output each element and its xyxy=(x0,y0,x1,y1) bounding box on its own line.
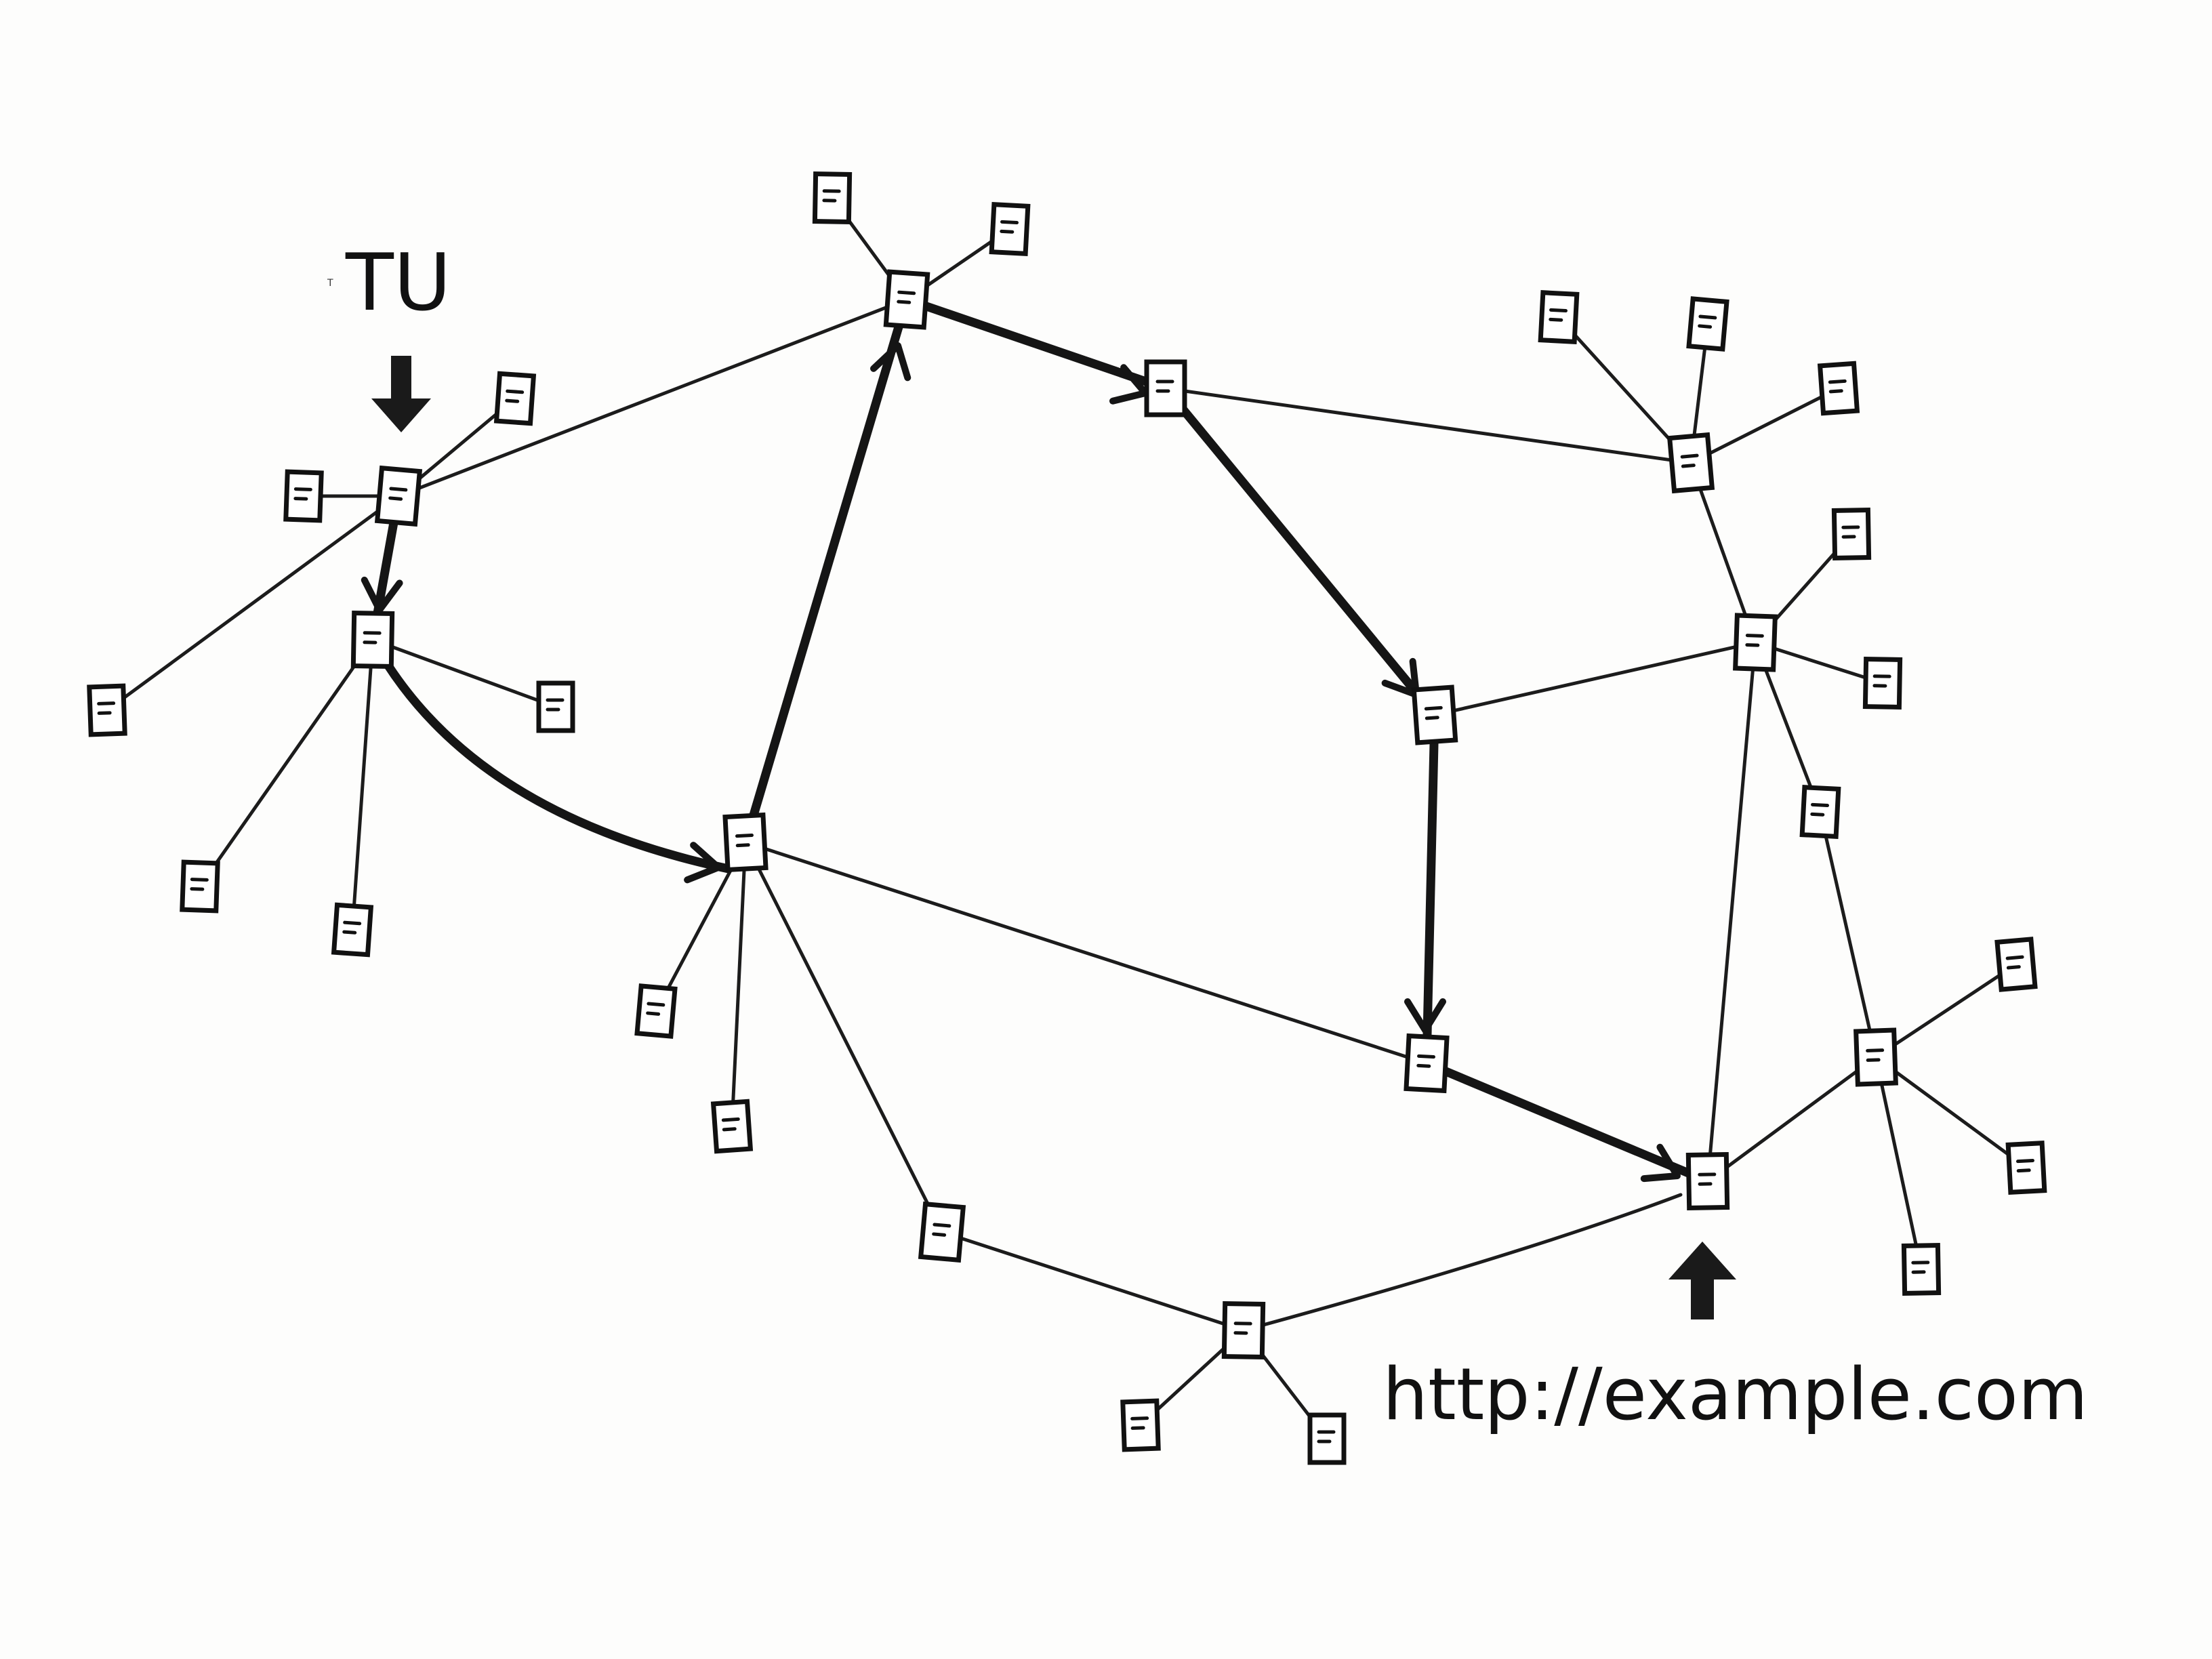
edge-j3-K xyxy=(1818,810,1878,1059)
route-edge-F-G xyxy=(1422,710,1439,1068)
edge-K-k2 xyxy=(1874,1055,2028,1170)
document-icon xyxy=(1144,359,1187,417)
document-icon xyxy=(1404,1033,1450,1094)
document-icon xyxy=(1799,785,1841,839)
document-icon xyxy=(1411,684,1458,745)
document-icon xyxy=(1120,1398,1161,1452)
edge-K-k3 xyxy=(1874,1055,1923,1271)
document-icon xyxy=(989,202,1031,256)
document-icon xyxy=(536,680,575,733)
edge-C-c2 xyxy=(730,840,747,1128)
start-label: TU xyxy=(346,237,451,329)
document-icon xyxy=(1666,432,1715,494)
edge-B-b4 xyxy=(350,638,375,932)
document-icon xyxy=(180,859,220,914)
document-icon xyxy=(634,983,678,1039)
edge-K-k1 xyxy=(1874,962,2018,1059)
destination-label: http://example.com xyxy=(1382,1353,2089,1436)
document-icon xyxy=(883,269,930,330)
destination-pointer-arrow-icon xyxy=(1668,1242,1736,1319)
edge-C-L xyxy=(743,840,944,1234)
document-icon xyxy=(1862,657,1903,710)
route-arrowhead xyxy=(870,342,912,382)
edge-J-H xyxy=(1706,640,1757,1183)
document-icon xyxy=(283,469,324,523)
route-edges xyxy=(368,295,1713,1186)
edge-B-b2 xyxy=(371,638,558,709)
document-icon xyxy=(493,371,537,426)
document-icon xyxy=(710,1099,754,1154)
edge-I-J xyxy=(1689,461,1757,644)
edge-K-H xyxy=(1706,1055,1878,1183)
document-icon xyxy=(1686,296,1729,352)
document-icon xyxy=(722,812,769,873)
edge-B-b3 xyxy=(198,638,375,888)
route-edge-G-H xyxy=(1422,1059,1713,1186)
document-icon xyxy=(1831,508,1872,560)
document-icon xyxy=(1538,290,1580,344)
edge-M-H xyxy=(1242,1193,1683,1332)
route-arrowhead xyxy=(684,842,722,884)
route-arrowhead xyxy=(1640,1143,1681,1183)
document-icon xyxy=(2005,1141,2047,1195)
route-arrowheads xyxy=(361,342,1681,1183)
document-icon xyxy=(1994,937,2038,992)
route-edge-B-C xyxy=(368,635,733,874)
document-icon xyxy=(918,1201,966,1263)
edge-I-i3 xyxy=(1689,386,1841,465)
route-edge-E-F xyxy=(1161,384,1439,720)
document-icon xyxy=(87,683,127,737)
nodes xyxy=(87,171,2047,1465)
document-icon xyxy=(1685,1151,1730,1211)
edge-E-I xyxy=(1164,386,1693,465)
document-icon xyxy=(812,171,853,224)
edge-J-F xyxy=(1433,640,1757,717)
document-icon xyxy=(1901,1243,1942,1296)
start-label-mark: T xyxy=(327,278,333,289)
edge-L-M xyxy=(940,1230,1246,1332)
document-icon xyxy=(331,902,374,958)
document-icon xyxy=(374,465,423,527)
route-edge-C-D xyxy=(741,295,912,847)
edge-C-G xyxy=(743,840,1429,1065)
edge-J-j2 xyxy=(1753,640,1885,685)
route-arrowhead xyxy=(1404,998,1446,1033)
document-icon xyxy=(350,610,395,670)
document-icon xyxy=(1221,1300,1266,1360)
document-icon xyxy=(1733,613,1778,672)
route-arrowhead xyxy=(361,576,403,613)
document-icon xyxy=(1817,361,1860,416)
edge-A-b1 xyxy=(105,494,401,712)
document-icon xyxy=(1853,1027,1898,1087)
document-icon xyxy=(1307,1412,1347,1465)
edge-A-D xyxy=(396,298,909,498)
route-edge-D-E xyxy=(902,295,1170,393)
start-pointer-arrow-icon xyxy=(371,356,431,432)
